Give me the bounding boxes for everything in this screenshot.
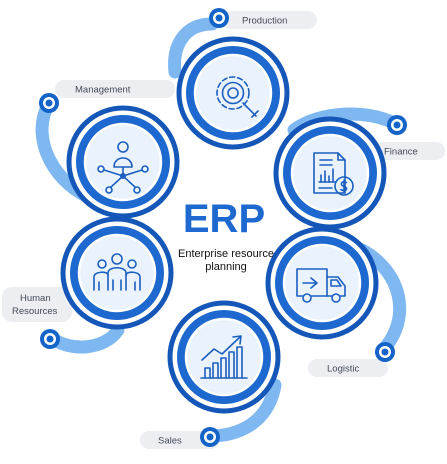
erp-title: ERP	[183, 197, 265, 241]
module-production	[176, 36, 290, 150]
module-logistic	[265, 226, 379, 340]
sales-endpoint-dot	[200, 427, 220, 447]
gear-wrench-icon	[216, 76, 259, 118]
people-group-icon	[93, 253, 141, 291]
module-finance	[273, 116, 387, 230]
sales-label: Sales	[158, 436, 182, 447]
org-network-icon	[97, 141, 149, 194]
production-connector-arc	[168, 17, 219, 79]
erp-subtitle-line2: planning	[205, 261, 247, 273]
human-resources-connector-arc	[45, 323, 125, 354]
human-resources-endpoint-dot	[40, 329, 60, 349]
delivery-truck-icon	[296, 268, 346, 303]
logistic-connector-arc	[355, 243, 407, 357]
financial-report-icon	[313, 152, 354, 196]
label-human-resources: Human Resources	[2, 287, 72, 322]
label-logistic: Logistic	[308, 359, 388, 377]
finance-label: Finance	[384, 147, 418, 158]
finance-endpoint-dot	[387, 115, 407, 135]
label-pill	[308, 359, 388, 377]
management-label: Management	[75, 85, 131, 96]
growth-chart-icon	[200, 335, 248, 379]
label-pill	[55, 80, 175, 98]
label-management: Management	[55, 80, 175, 98]
production-endpoint-dot	[209, 8, 229, 28]
production-label: Production	[242, 16, 287, 27]
management-endpoint-dot	[39, 93, 59, 113]
human-resources-label-line2: Resources	[12, 306, 58, 317]
human-resources-label-line1: Human	[20, 293, 51, 304]
module-management	[66, 105, 180, 219]
logistic-label: Logistic	[327, 364, 359, 375]
label-pill	[2, 287, 72, 322]
logistic-endpoint-dot	[375, 342, 395, 362]
sales-connector-arc	[205, 378, 282, 443]
erp-subtitle-line1: Enterprise resource	[178, 248, 274, 260]
label-sales: Sales	[140, 431, 220, 449]
label-pill	[140, 431, 220, 449]
label-pill	[222, 11, 317, 29]
label-production: Production	[222, 11, 317, 29]
module-human-resources	[60, 216, 174, 330]
module-sales	[167, 300, 281, 414]
